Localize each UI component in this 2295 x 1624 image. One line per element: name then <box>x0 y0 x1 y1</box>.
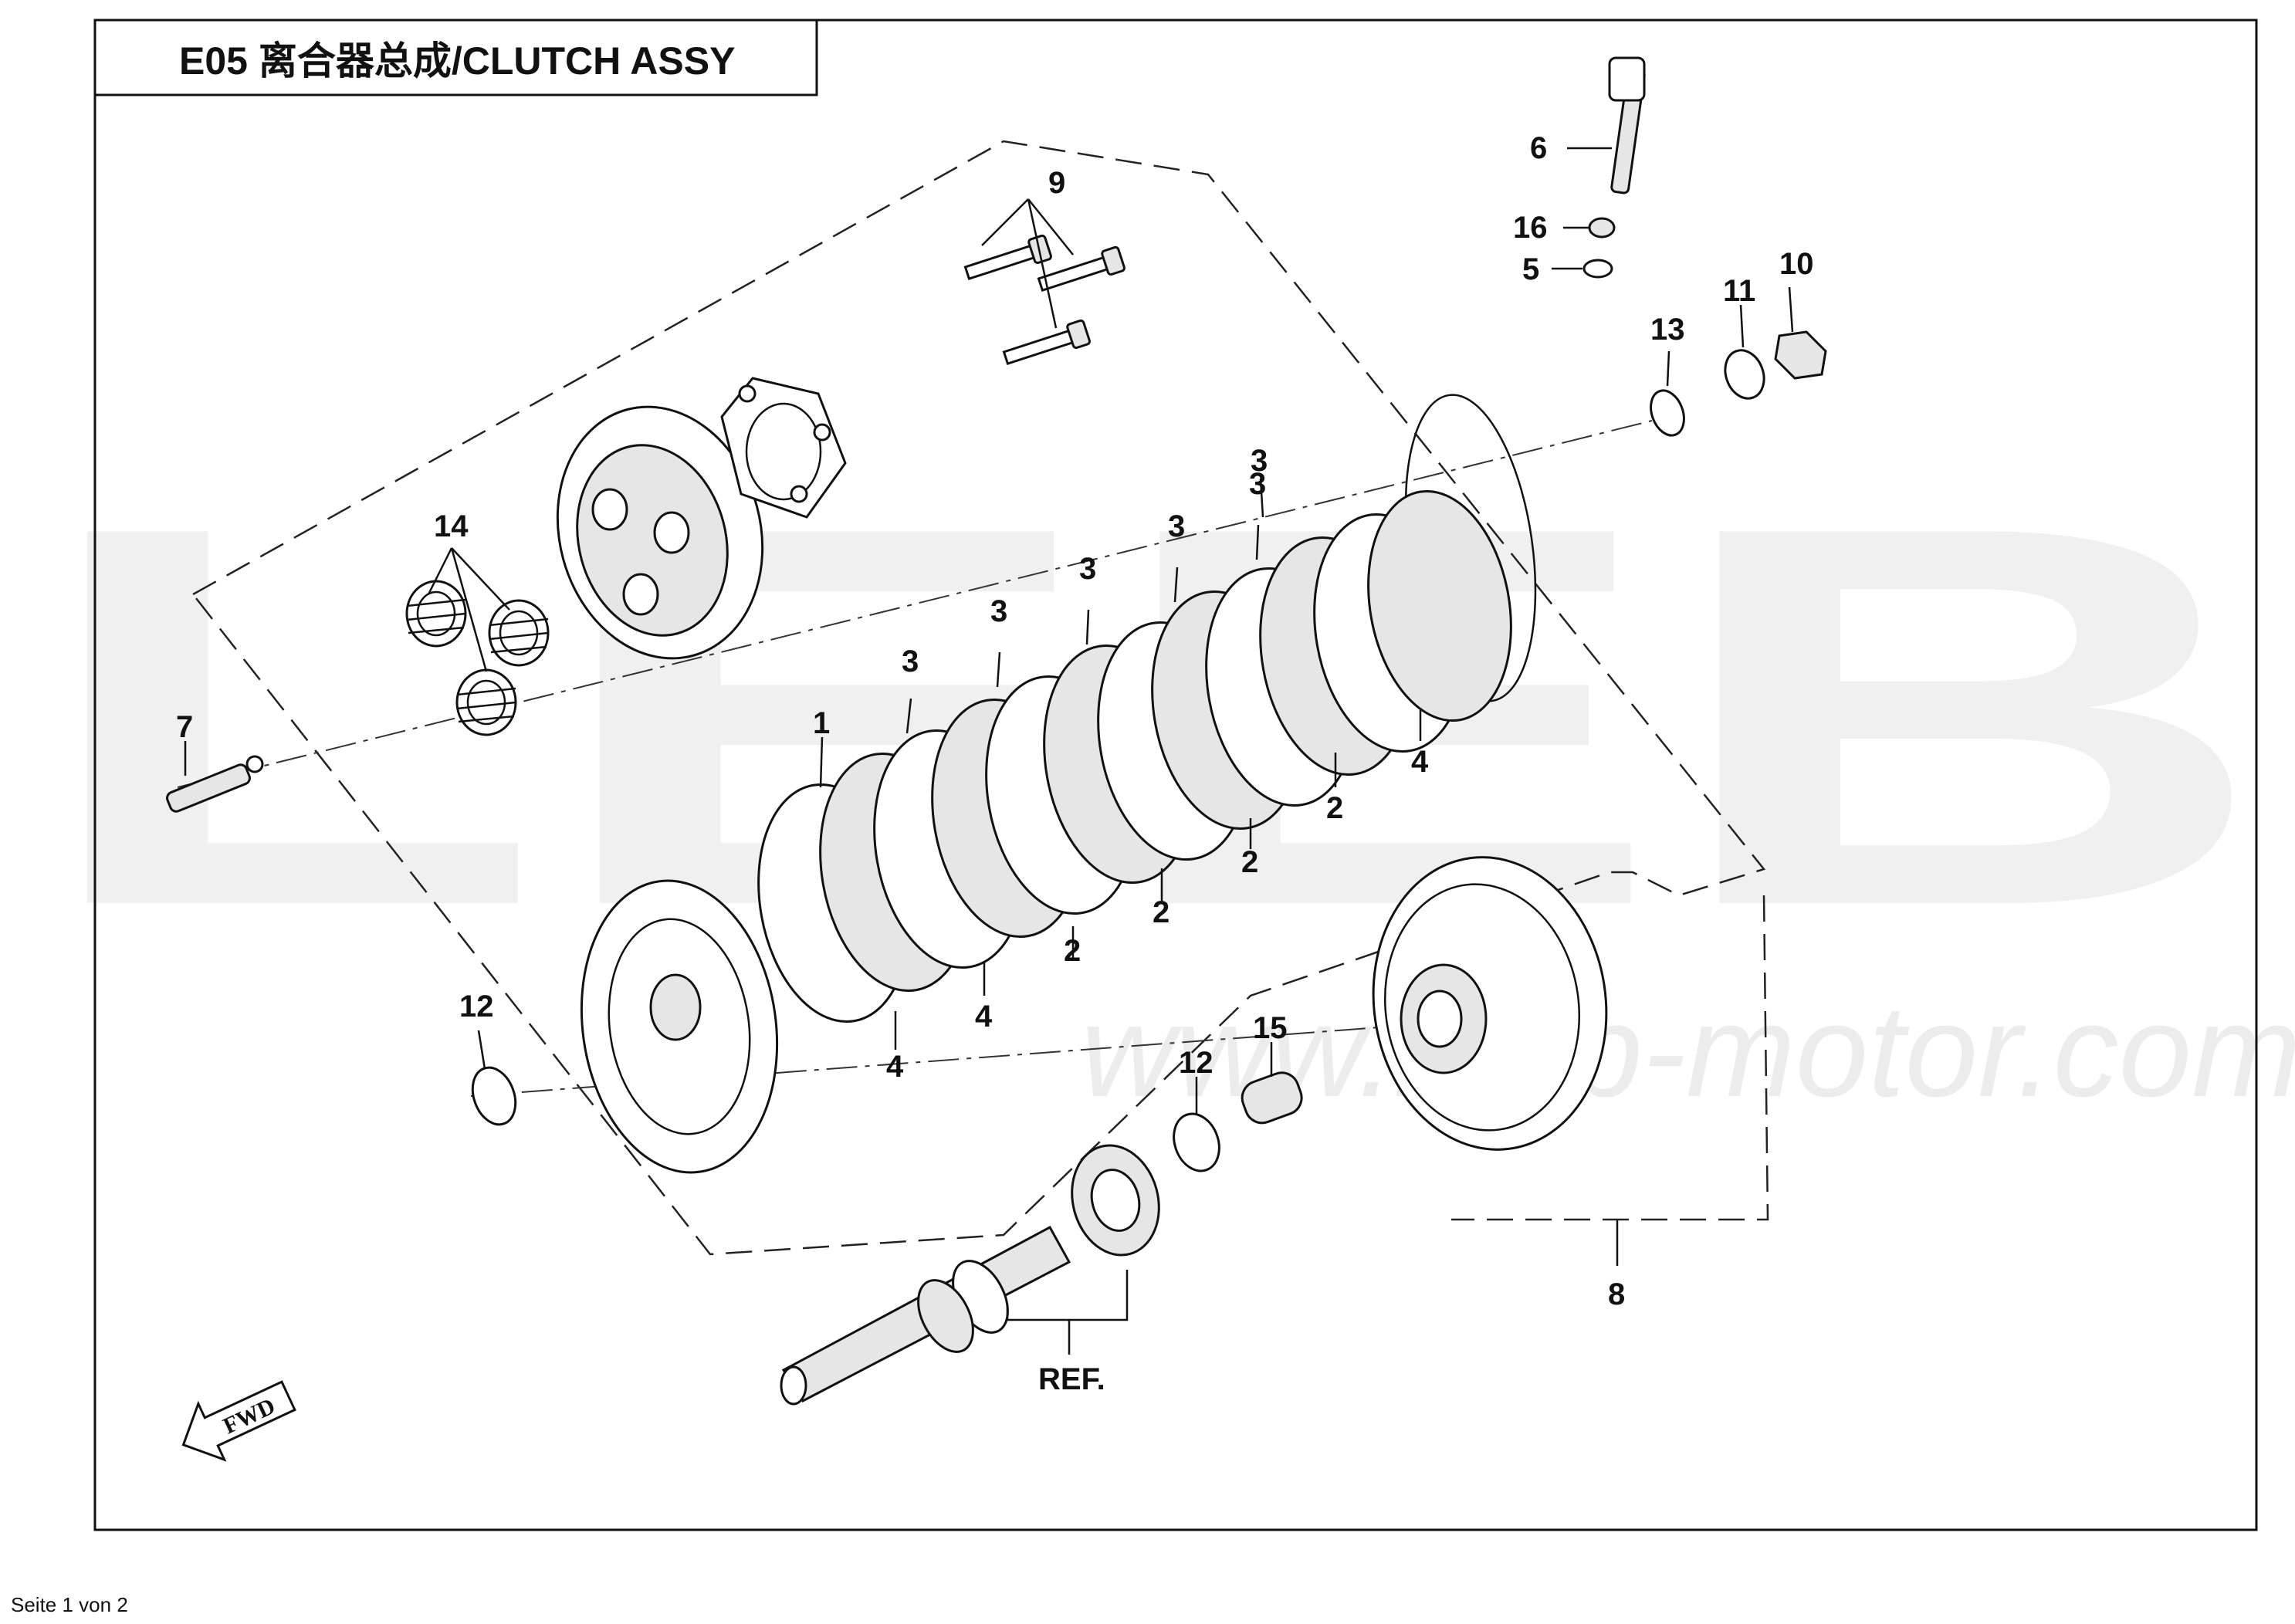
callout-12-lower: 12 <box>1179 1046 1214 1080</box>
clutch-springs <box>405 580 550 736</box>
callout-6: 6 <box>1530 131 1547 165</box>
callout-8: 8 <box>1608 1277 1625 1311</box>
callout-2-a: 2 <box>1064 934 1081 968</box>
washer-12-lower <box>1173 1112 1220 1172</box>
clutch-assembly-outline <box>192 140 1766 1256</box>
page-number: Seite 1 von 2 <box>11 1593 128 1616</box>
lock-nut <box>1774 330 1827 380</box>
washer-12-left <box>471 1066 517 1126</box>
sleeve <box>1241 1071 1303 1125</box>
callout-10: 10 <box>1779 247 1814 281</box>
callout-4-a: 4 <box>886 1050 904 1084</box>
push-rod <box>166 755 264 813</box>
callout-16: 16 <box>1513 211 1548 245</box>
clutch-hub <box>580 879 779 1174</box>
callout-labels: 6 16 5 10 11 13 9 14 7 1 12 12 15 8 REF.… <box>176 131 1814 1396</box>
callout-3-e: 3 <box>1249 467 1266 501</box>
callout-2-c: 2 <box>1241 845 1258 879</box>
callout-3-b: 3 <box>990 594 1007 628</box>
callout-14: 14 <box>434 509 469 543</box>
callout-7: 7 <box>176 710 193 744</box>
callout-2-d: 2 <box>1326 791 1343 825</box>
callout-5: 5 <box>1522 252 1539 286</box>
callout-2-b: 2 <box>1153 895 1170 929</box>
callout-1: 1 <box>813 706 830 740</box>
clutch-housing <box>1372 856 1608 1151</box>
clutch-plate-stack <box>757 489 1512 1023</box>
oil-seal <box>1588 217 1616 239</box>
bolts <box>963 234 1125 366</box>
pressure-plate <box>556 405 764 660</box>
lock-washer <box>1724 349 1765 400</box>
release-shaft <box>1608 56 1646 195</box>
callout-9: 9 <box>1048 166 1065 200</box>
leader-lines <box>184 147 1794 1355</box>
callout-3-f: 3 <box>1251 444 1268 478</box>
title-box <box>93 19 818 96</box>
drawing-frame <box>93 19 2258 1531</box>
page-title: E05 离合器总成/CLUTCH ASSY <box>179 39 735 83</box>
callout-3-c: 3 <box>1079 552 1096 586</box>
callout-11: 11 <box>1723 274 1755 308</box>
callout-3-d: 3 <box>1168 509 1185 543</box>
callout-15: 15 <box>1253 1011 1288 1045</box>
watermark: LEEB www.leeb-motor.com <box>31 414 2295 1125</box>
callout-4-c: 4 <box>1411 745 1429 779</box>
main-shaft <box>780 1225 1071 1406</box>
callout-3-a: 3 <box>902 645 919 678</box>
washer-13 <box>1650 389 1685 437</box>
outer-housing-bracket <box>1451 895 1769 1221</box>
fwd-arrow: FWD <box>181 1380 296 1462</box>
callout-4-b: 4 <box>975 1000 993 1034</box>
lifter-plate <box>720 377 847 519</box>
callout-ref: REF. <box>1038 1362 1105 1396</box>
washer-small <box>1582 259 1613 279</box>
bearing <box>1071 1144 1160 1257</box>
callout-12-left: 12 <box>459 990 494 1023</box>
callout-13: 13 <box>1650 313 1685 347</box>
